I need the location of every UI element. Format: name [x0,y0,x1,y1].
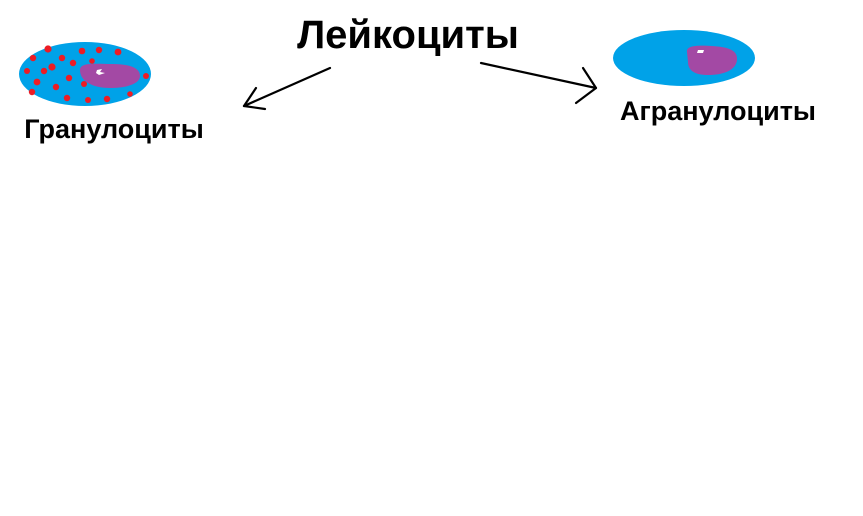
arrow-to-agranulocytes [479,61,598,105]
nucleus [80,63,140,88]
diagram-title: Лейкоциты [297,13,519,57]
arrow-head [574,66,598,105]
arrow-shaft [242,66,332,108]
agranulocytes-label: Агранулоциты [620,96,816,126]
nucleolus [697,50,704,53]
arrow-head [242,86,267,111]
agranulocyte-cell-icon [613,30,755,86]
granulocytes-label: Гранулоциты [24,114,204,144]
arrow-shaft [479,61,598,90]
nucleolus [96,69,105,75]
granulocyte-cell-icon [19,42,151,106]
granules [24,45,149,103]
arrow-to-granulocytes [242,66,332,111]
